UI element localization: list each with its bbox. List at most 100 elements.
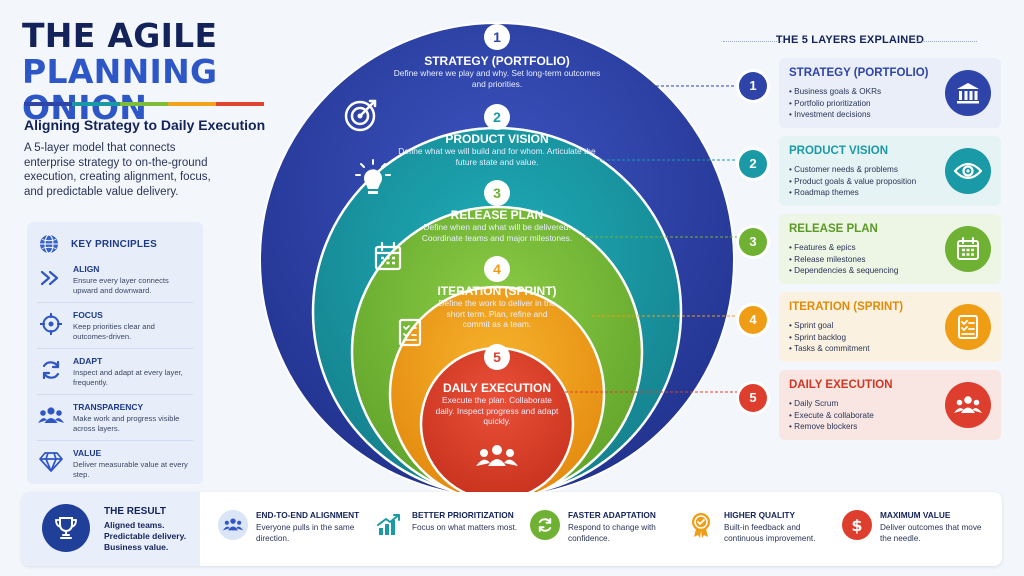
- principle-desc: Keep priorities clear and outcomes-drive…: [73, 322, 155, 341]
- title-color-bar: [24, 102, 264, 106]
- principle-desc: Make work and progress visible across la…: [73, 414, 180, 433]
- people-icon: [38, 407, 64, 423]
- card-bullet: Features & epics: [789, 242, 898, 254]
- trophy-icon: [42, 504, 90, 552]
- card-bullet: Daily Scrum: [789, 398, 874, 410]
- principles-header: KEY PRINCIPLES: [39, 234, 157, 254]
- benefit-desc: Built-in feedback and continuous improve…: [724, 523, 816, 543]
- layer-5-title: DAILY EXECUTION: [442, 381, 552, 395]
- lightbulb-icon: [355, 159, 391, 194]
- layer-card-product-vision: 2 PRODUCT VISION Customer needs & proble…: [739, 136, 1001, 206]
- principles-heading: KEY PRINCIPLES: [71, 238, 157, 250]
- bank-icon: [945, 70, 991, 116]
- principle-transparency: TRANSPARENCY Make work and progress visib…: [37, 402, 197, 433]
- layer-card-strategy: 1 STRATEGY (PORTFOLIO) Business goals & …: [739, 58, 1001, 128]
- divider: [37, 302, 193, 303]
- card-bullets: Customer needs & problems Product goals …: [789, 164, 916, 199]
- layer-3-title: RELEASE PLAN: [450, 208, 544, 222]
- benefit-desc: Respond to change with confidence.: [568, 523, 656, 543]
- results-bar: THE RESULT Aligned teams. Predictable de…: [22, 492, 1002, 566]
- divider: [917, 41, 977, 42]
- layer-3-desc: Define when and what will be delivered. …: [421, 222, 573, 243]
- card-bullet: Roadmap themes: [789, 187, 916, 199]
- card-number: 5: [739, 384, 767, 412]
- layers-panel-heading: THE 5 LAYERS EXPLAINED: [705, 34, 995, 46]
- people-icon: [218, 510, 248, 540]
- planning-onion-diagram: 1 STRATEGY (PORTFOLIO) Define where we p…: [252, 20, 742, 500]
- layer-1-desc: Define where we play and why. Set long-t…: [393, 68, 601, 89]
- diamond-icon: [39, 452, 63, 472]
- result-box: THE RESULT Aligned teams. Predictable de…: [22, 492, 200, 566]
- principle-name: VALUE: [73, 448, 102, 458]
- benefit-name: END-TO-END ALIGNMENT: [256, 510, 360, 520]
- layer-1-number: 1: [484, 24, 510, 50]
- card-bullet: Release milestones: [789, 254, 898, 266]
- growth-chart-icon: [374, 510, 404, 540]
- card-bullet: Portfolio prioritization: [789, 98, 881, 110]
- title-line-2: PLANNING ONION: [22, 52, 218, 127]
- benefit-name: HIGHER QUALITY: [724, 510, 795, 520]
- benefit-adaptation: FASTER ADAPTATION Respond to change with …: [530, 510, 690, 544]
- dollar-icon: $: [842, 510, 872, 540]
- benefit-name: BETTER PRIORITIZATION: [412, 510, 514, 520]
- card-bullet: Execute & collaborate: [789, 410, 874, 422]
- card-bullet: Remove blockers: [789, 421, 874, 433]
- layer-2-title: PRODUCT VISION: [445, 132, 549, 146]
- cycle-icon: [42, 360, 60, 380]
- card-bullets: Features & epics Release milestones Depe…: [789, 242, 898, 277]
- layers-heading-text: THE 5 LAYERS EXPLAINED: [775, 34, 925, 46]
- card-bullet: Customer needs & problems: [789, 164, 916, 176]
- target-icon: [344, 99, 377, 132]
- title-line-1: THE AGILE: [22, 16, 218, 55]
- card-bullets: Daily Scrum Execute & collaborate Remove…: [789, 398, 874, 433]
- benefit-alignment: END-TO-END ALIGNMENT Everyone pulls in th…: [218, 510, 378, 544]
- cycle-icon: [530, 510, 560, 540]
- calendar-icon: [374, 241, 402, 271]
- divider: [723, 41, 783, 42]
- globe-icon: [40, 234, 58, 254]
- eye-icon: [945, 148, 991, 194]
- principle-desc: Ensure every layer connects upward and d…: [73, 276, 169, 295]
- benefit-desc: Deliver outcomes that move the needle.: [880, 523, 982, 543]
- principle-desc: Inspect and adapt at every layer, freque…: [73, 368, 183, 387]
- card-number: 3: [739, 228, 767, 256]
- subtitle: Aligning Strategy to Daily Execution: [24, 117, 266, 133]
- crosshair-icon: [40, 313, 62, 335]
- calendar-icon: [945, 226, 991, 272]
- card-bullets: Business goals & OKRs Portfolio prioriti…: [789, 86, 881, 121]
- layer-4-number: 4: [484, 256, 510, 282]
- result-desc: Aligned teams. Predictable delivery. Bus…: [104, 520, 187, 552]
- benefit-name: FASTER ADAPTATION: [568, 510, 656, 520]
- card-bullet: Dependencies & sequencing: [789, 265, 898, 277]
- card-title: STRATEGY (PORTFOLIO): [789, 67, 929, 79]
- card-bullets: Sprint goal Sprint backlog Tasks & commi…: [789, 320, 870, 355]
- layer-2-desc: Define what we will build and for whom. …: [398, 146, 596, 167]
- benefit-name: MAXIMUM VALUE: [880, 510, 951, 520]
- layer-5-desc: Execute the plan. Collaborate daily. Ins…: [435, 395, 559, 426]
- card-bullet: Business goals & OKRs: [789, 86, 881, 98]
- card-bullet: Investment decisions: [789, 109, 881, 121]
- layer-2-number: 2: [484, 104, 510, 130]
- principle-name: FOCUS: [73, 310, 103, 320]
- layer-4-title: ITERATION (SPRINT): [437, 284, 557, 298]
- card-bullet: Tasks & commitment: [789, 343, 870, 355]
- card-bullet: Sprint goal: [789, 320, 870, 332]
- principle-name: TRANSPARENCY: [73, 402, 144, 412]
- team-icon: [476, 445, 518, 466]
- card-bullet: Product goals & value proposition: [789, 176, 916, 188]
- double-chevron-icon: [40, 270, 59, 286]
- card-title: DAILY EXECUTION: [789, 379, 893, 391]
- checklist-icon: [398, 318, 422, 347]
- card-title: RELEASE PLAN: [789, 223, 878, 235]
- card-number: 2: [739, 150, 767, 178]
- benefit-quality: HIGHER QUALITY Built-in feedback and cont…: [686, 510, 846, 544]
- card-title: PRODUCT VISION: [789, 145, 889, 157]
- card-title: ITERATION (SPRINT): [789, 301, 904, 313]
- benefit-desc: Everyone pulls in the same direction.: [256, 523, 355, 543]
- layer-card-daily-execution: 5 DAILY EXECUTION Daily Scrum Execute & …: [739, 370, 1001, 440]
